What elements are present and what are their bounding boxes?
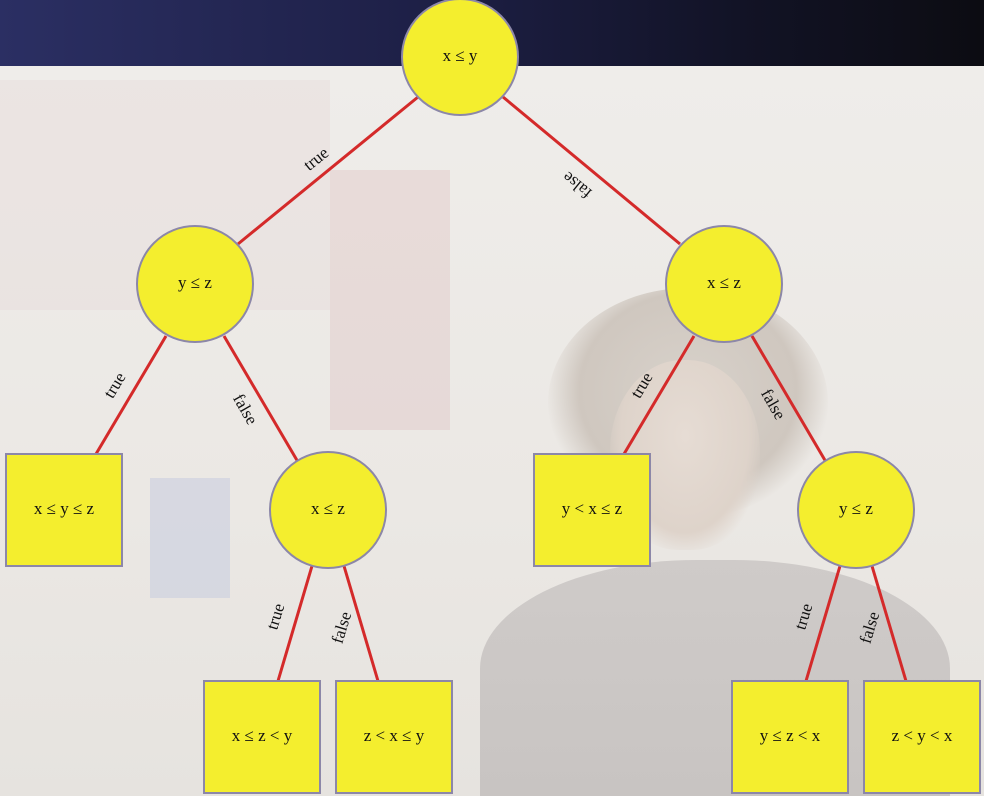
node-right-right-label: y ≤ z [839, 499, 873, 518]
leaf-right-right-left: y ≤ z < x [731, 680, 849, 794]
edge-left-right [222, 335, 300, 463]
leaf-left-left: x ≤ y ≤ z [5, 453, 123, 567]
node-right-right: y ≤ z [797, 451, 915, 569]
edge-root-right [502, 95, 681, 246]
node-left: y ≤ z [136, 225, 254, 343]
edge-label-leftright-left: true [263, 601, 289, 632]
node-left-label: y ≤ z [178, 273, 212, 292]
leaf-right-right-left-label: y ≤ z < x [760, 726, 821, 745]
leaf-right-left: y < x ≤ z [533, 453, 651, 567]
edge-label-rightright-left: true [791, 601, 817, 632]
leaf-left-right-right: z < x ≤ y [335, 680, 453, 794]
edge-right-right [750, 335, 828, 463]
edge-left-left [94, 335, 168, 455]
node-left-right: x ≤ z [269, 451, 387, 569]
background-video-shape [330, 170, 450, 430]
edge-rightright-left [804, 565, 842, 682]
edge-label-rightright-right: false [856, 609, 884, 645]
background-video-shape [150, 478, 230, 598]
edge-rightright-right [870, 565, 908, 682]
leaf-left-right-left-label: x ≤ z < y [232, 726, 293, 745]
edge-label-left-right: false [229, 391, 262, 428]
leaf-left-right-right-label: z < x ≤ y [364, 726, 425, 745]
edge-leftright-left [276, 565, 314, 682]
edge-label-right-left: true [627, 369, 657, 401]
edge-label-leftright-right: false [328, 609, 356, 645]
node-left-right-label: x ≤ z [311, 499, 345, 518]
leaf-right-left-label: y < x ≤ z [562, 499, 623, 518]
node-right: x ≤ z [665, 225, 783, 343]
edge-leftright-right [342, 565, 380, 682]
leaf-left-left-label: x ≤ y ≤ z [34, 499, 95, 518]
node-root-label: x ≤ y [443, 46, 478, 65]
edge-right-left [622, 335, 696, 455]
edge-label-root-right: false [559, 168, 596, 203]
leaf-right-right-right: z < y < x [863, 680, 981, 794]
edge-label-left-left: true [100, 369, 130, 401]
node-right-label: x ≤ z [707, 273, 741, 292]
leaf-right-right-right-label: z < y < x [892, 726, 953, 745]
leaf-left-right-left: x ≤ z < y [203, 680, 321, 794]
node-root: x ≤ y [401, 0, 519, 116]
edge-root-left [237, 95, 419, 246]
